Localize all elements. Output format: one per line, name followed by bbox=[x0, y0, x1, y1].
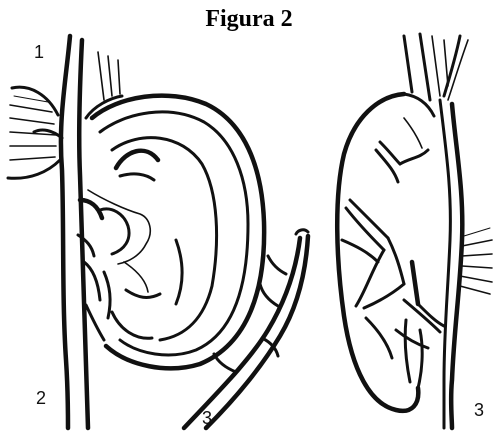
right-vessel-trunk bbox=[440, 100, 492, 428]
label-3-right: 3 bbox=[474, 400, 484, 420]
left-vessel-trunk bbox=[34, 36, 122, 428]
left-ear-drawing bbox=[8, 36, 308, 428]
right-top-fibers bbox=[404, 34, 468, 100]
label-2: 2 bbox=[36, 388, 46, 408]
label-3-left: 3 bbox=[202, 408, 212, 428]
label-1: 1 bbox=[34, 42, 44, 62]
left-ear-helix bbox=[88, 96, 264, 369]
right-vessel-branches bbox=[342, 118, 444, 358]
right-ear-drawing bbox=[337, 34, 492, 428]
